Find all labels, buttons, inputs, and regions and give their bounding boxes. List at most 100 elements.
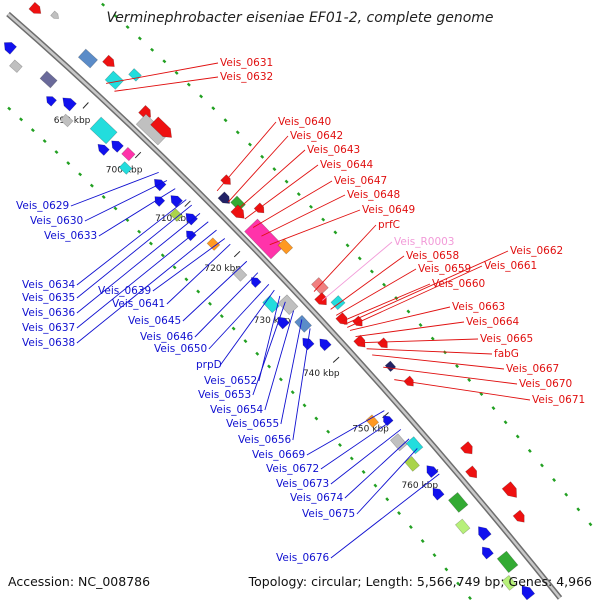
forward-gene-feature[interactable] <box>217 191 233 207</box>
reverse-gene-feature[interactable] <box>118 161 133 175</box>
reverse-gene-feature[interactable] <box>169 208 184 222</box>
forward-gene-label-veis-0662[interactable]: Veis_0662 <box>510 245 563 257</box>
reverse-gene-label-veis-0656[interactable]: Veis_0656 <box>238 434 292 446</box>
reverse-gene-label-veis-0650[interactable]: Veis_0650 <box>154 343 207 355</box>
reverse-gene-label-veis-0674[interactable]: Veis_0674 <box>290 492 344 504</box>
reverse-gene-feature[interactable] <box>405 436 424 455</box>
reverse-gene-feature[interactable] <box>430 485 445 501</box>
forward-gene-feature[interactable] <box>220 174 234 188</box>
forward-gene-label-prfc[interactable]: prfC <box>378 219 400 231</box>
reverse-gene-label-veis-0638[interactable]: Veis_0638 <box>22 337 75 349</box>
forward-gene-label-veis-0644[interactable]: Veis_0644 <box>320 159 374 171</box>
reverse-gene-feature[interactable] <box>39 70 58 89</box>
forward-gene-feature[interactable] <box>403 375 417 389</box>
reverse-gene-feature[interactable] <box>152 194 166 207</box>
forward-gene-label-veis-0660[interactable]: Veis_0660 <box>432 278 485 290</box>
reverse-gene-feature[interactable] <box>151 176 167 192</box>
reverse-gene-label-veis-0669[interactable]: Veis_0669 <box>252 449 305 461</box>
reverse-gene-label-veis-0646[interactable]: Veis_0646 <box>140 331 194 343</box>
reverse-gene-feature[interactable] <box>95 141 110 156</box>
forward-gene-label-veis-0649[interactable]: Veis_0649 <box>362 204 415 216</box>
forward-gene-label-veis-0664[interactable]: Veis_0664 <box>466 316 520 328</box>
reverse-gene-label-veis-0672[interactable]: Veis_0672 <box>266 463 319 475</box>
forward-gene-label-veis-0640[interactable]: Veis_0640 <box>278 116 331 128</box>
reverse-gene-label-prpd[interactable]: prpD <box>196 359 222 371</box>
reverse-gene-feature[interactable] <box>294 314 312 333</box>
reverse-gene-feature[interactable] <box>121 146 136 162</box>
reverse-gene-label-veis-0630[interactable]: Veis_0630 <box>30 215 83 227</box>
forward-gene-feature[interactable] <box>501 481 521 501</box>
reverse-gene-feature[interactable] <box>365 414 380 429</box>
forward-gene-label-veis-0642[interactable]: Veis_0642 <box>290 130 343 142</box>
reverse-gene-feature[interactable] <box>262 295 280 314</box>
reverse-gene-feature[interactable] <box>9 59 23 73</box>
reverse-gene-label-veis-0637[interactable]: Veis_0637 <box>22 322 75 334</box>
reverse-gene-label-veis-0654[interactable]: Veis_0654 <box>210 404 264 416</box>
forward-gene-label-veis-0661[interactable]: Veis_0661 <box>484 260 537 272</box>
reverse-gene-feature[interactable] <box>299 335 315 351</box>
reverse-gene-feature[interactable] <box>381 413 394 427</box>
forward-gene-feature[interactable] <box>253 202 267 216</box>
forward-gene-feature[interactable] <box>311 277 329 296</box>
reverse-gene-label-veis-0652[interactable]: Veis_0652 <box>204 375 257 387</box>
forward-gene-label-veis-0648[interactable]: Veis_0648 <box>347 189 400 201</box>
reverse-gene-feature[interactable] <box>277 294 299 316</box>
reverse-gene-feature[interactable] <box>89 116 118 145</box>
forward-gene-label-veis-0658[interactable]: Veis_0658 <box>406 250 459 262</box>
forward-gene-label-veis-0632[interactable]: Veis_0632 <box>220 71 273 83</box>
reverse-gene-feature[interactable] <box>184 228 197 242</box>
reverse-gene-feature[interactable] <box>59 113 74 128</box>
forward-gene-feature[interactable] <box>230 204 248 222</box>
reverse-gene-label-veis-0655[interactable]: Veis_0655 <box>226 418 279 430</box>
forward-gene-feature[interactable] <box>460 441 475 457</box>
reverse-gene-feature[interactable] <box>454 518 471 535</box>
forward-gene-feature[interactable] <box>353 334 369 350</box>
reverse-gene-feature[interactable] <box>206 237 221 251</box>
forward-gene-feature[interactable] <box>50 10 61 21</box>
reverse-gene-feature[interactable] <box>518 583 536 600</box>
reverse-gene-label-veis-0675[interactable]: Veis_0675 <box>302 508 355 520</box>
forward-gene-feature[interactable] <box>102 54 118 70</box>
forward-gene-feature[interactable] <box>465 465 481 481</box>
forward-gene-label-veis-0647[interactable]: Veis_0647 <box>334 175 387 187</box>
reverse-gene-label-veis-0673[interactable]: Veis_0673 <box>276 478 329 490</box>
reverse-gene-label-veis-0633[interactable]: Veis_0633 <box>44 230 97 242</box>
reverse-gene-label-veis-0645[interactable]: Veis_0645 <box>128 315 181 327</box>
reverse-gene-feature[interactable] <box>275 314 290 330</box>
forward-gene-label-veis-0659[interactable]: Veis_0659 <box>418 263 471 275</box>
forward-gene-feature[interactable] <box>77 48 98 69</box>
forward-gene-label-veis-0671[interactable]: Veis_0671 <box>532 394 585 406</box>
forward-gene-feature[interactable] <box>384 360 397 373</box>
forward-gene-label-veis-r0003[interactable]: Veis_R0003 <box>394 236 454 248</box>
forward-gene-feature[interactable] <box>230 195 246 212</box>
forward-gene-label-fabg[interactable]: fabG <box>494 348 519 360</box>
reverse-gene-feature[interactable] <box>496 550 519 574</box>
reverse-gene-label-veis-0639[interactable]: Veis_0639 <box>98 285 151 297</box>
reverse-gene-feature[interactable] <box>389 433 408 452</box>
reverse-gene-label-veis-0636[interactable]: Veis_0636 <box>22 307 76 319</box>
reverse-gene-feature[interactable] <box>501 574 517 591</box>
forward-gene-feature[interactable] <box>277 238 294 255</box>
reverse-gene-feature[interactable] <box>44 94 57 107</box>
reverse-gene-label-veis-0676[interactable]: Veis_0676 <box>276 552 330 564</box>
reverse-gene-feature[interactable] <box>479 544 494 560</box>
reverse-gene-label-veis-0635[interactable]: Veis_0635 <box>22 292 75 304</box>
forward-gene-label-veis-0665[interactable]: Veis_0665 <box>480 333 533 345</box>
reverse-gene-feature[interactable] <box>168 192 183 208</box>
reverse-gene-feature[interactable] <box>109 138 124 153</box>
reverse-gene-feature[interactable] <box>475 523 492 541</box>
forward-gene-feature[interactable] <box>314 292 330 309</box>
reverse-gene-label-veis-0634[interactable]: Veis_0634 <box>22 279 76 291</box>
reverse-gene-feature[interactable] <box>316 336 332 352</box>
forward-gene-feature[interactable] <box>335 312 351 328</box>
reverse-gene-feature[interactable] <box>231 265 248 282</box>
reverse-gene-label-veis-0629[interactable]: Veis_0629 <box>16 200 69 212</box>
forward-gene-label-veis-0663[interactable]: Veis_0663 <box>452 301 505 313</box>
forward-gene-feature[interactable] <box>512 509 528 525</box>
forward-gene-feature[interactable] <box>150 116 176 142</box>
forward-gene-label-veis-0667[interactable]: Veis_0667 <box>506 363 559 375</box>
reverse-gene-feature[interactable] <box>448 492 469 513</box>
reverse-gene-label-veis-0641[interactable]: Veis_0641 <box>112 298 165 310</box>
reverse-gene-feature[interactable] <box>423 463 439 479</box>
reverse-gene-feature[interactable] <box>1 39 17 55</box>
